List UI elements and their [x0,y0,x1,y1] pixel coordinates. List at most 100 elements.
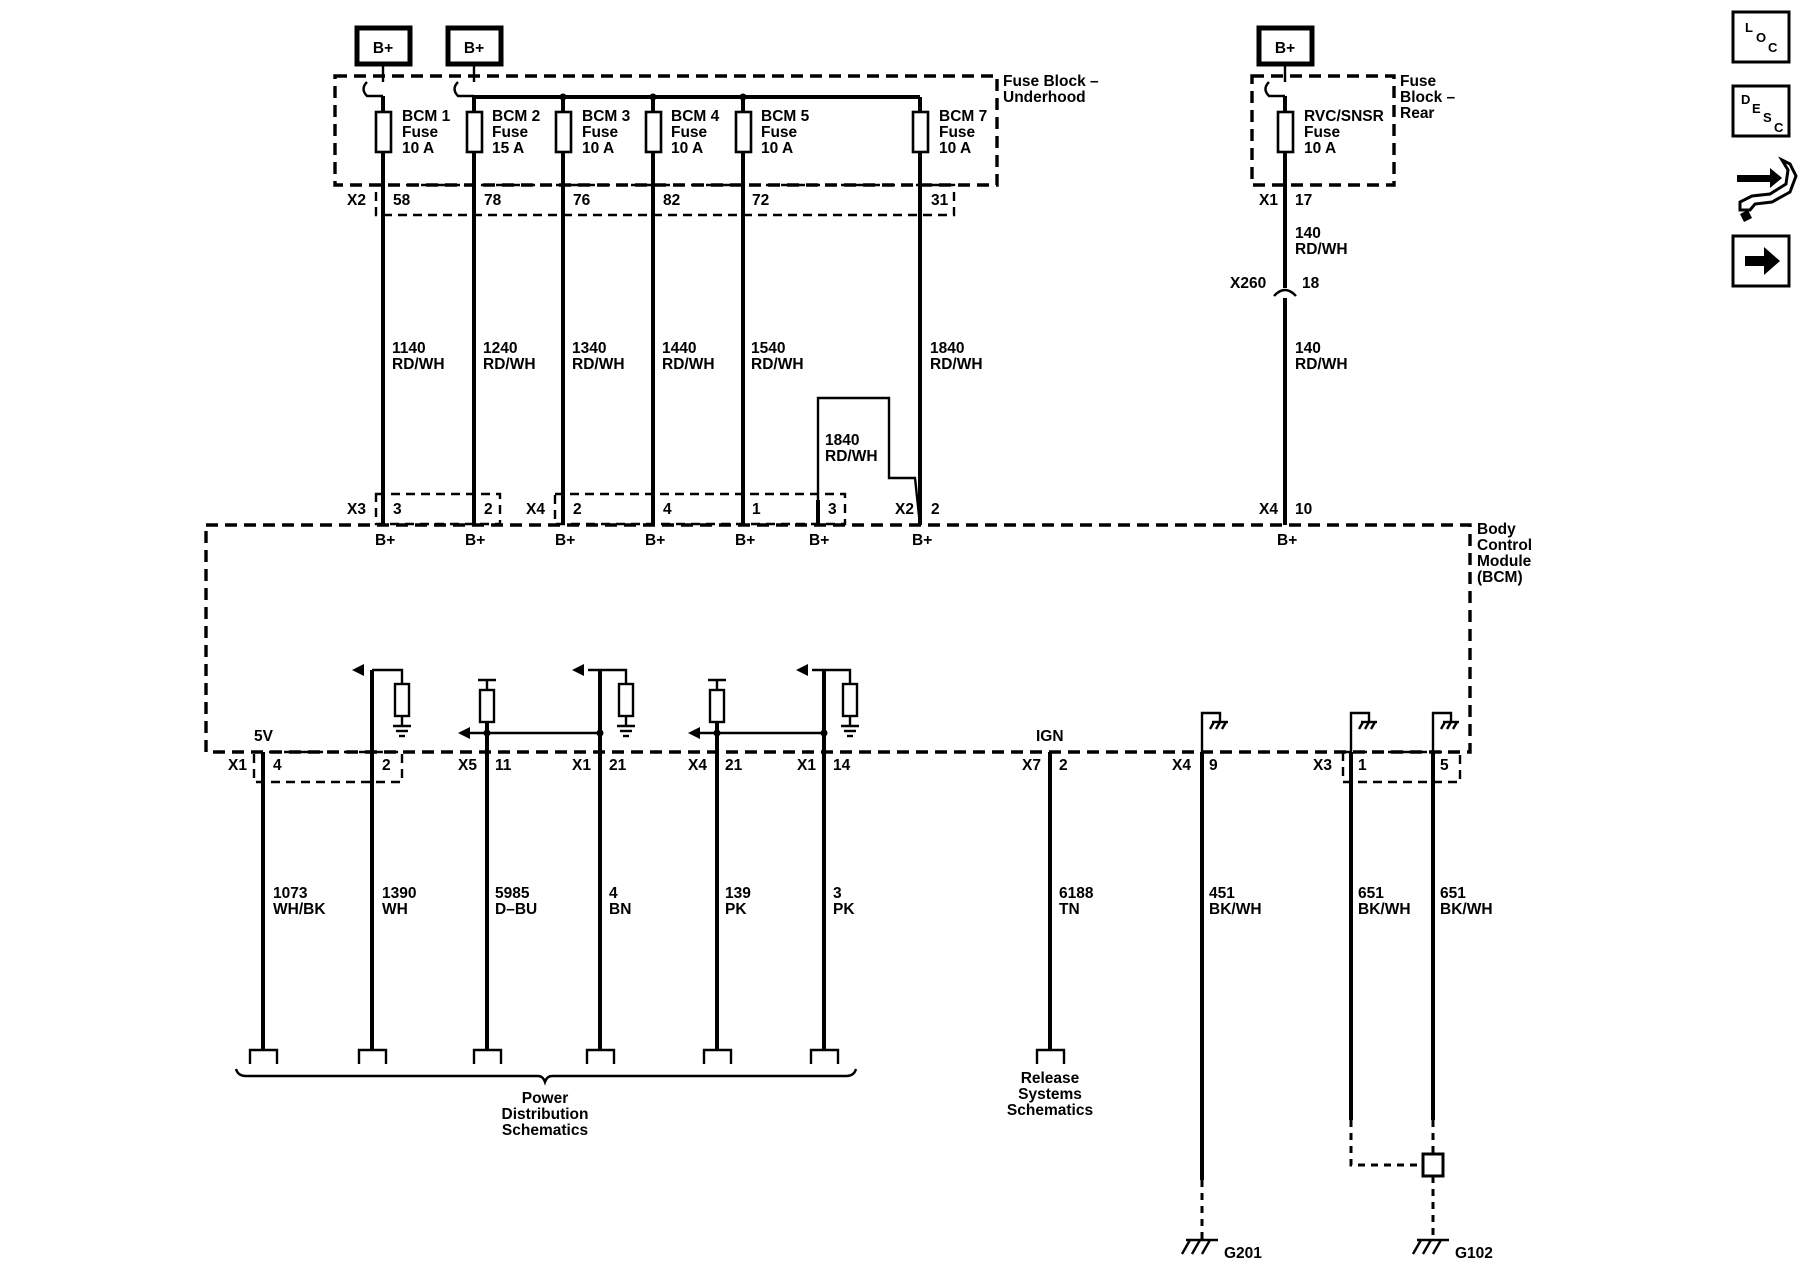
svg-text:10: 10 [1295,501,1312,518]
svg-text:B+: B+ [735,532,755,549]
svg-text:B+: B+ [464,40,484,57]
wire-1840: 1840 RD/WH [930,340,983,373]
fuse-block-rear-label: Fuse [1400,73,1437,90]
bcm-internal-input-5985 [458,678,604,752]
svg-text:2: 2 [382,757,391,774]
ground-g201: G201 [1180,1238,1262,1262]
svg-text:1340: 1340 [572,340,606,357]
svg-text:L: L [1745,20,1753,35]
svg-text:G201: G201 [1224,1245,1262,1262]
svg-text:B+: B+ [375,532,395,549]
svg-text:RD/WH: RD/WH [1295,356,1348,373]
bcm-outline [204,523,1472,754]
svg-text:21: 21 [725,757,743,774]
power-distribution-brace [234,1068,858,1086]
reference-connectors-power [248,1048,840,1064]
svg-text:Fuse: Fuse [402,124,439,141]
svg-text:5985: 5985 [495,885,530,902]
svg-text:X7: X7 [1022,757,1041,774]
svg-text:WH/BK: WH/BK [273,901,326,918]
svg-text:3: 3 [833,885,842,902]
svg-text:B+: B+ [373,40,393,57]
power-source-bplus-1: B+ [354,25,413,67]
svg-text:X4: X4 [1172,757,1191,774]
wire-3: 3PK [833,885,855,918]
svg-text:31: 31 [931,192,949,209]
bcm-label: Body [1477,521,1516,538]
svg-text:BCM 5: BCM 5 [761,108,810,125]
wire-1240: 1240 RD/WH [483,340,536,373]
fuse-bcm1: BCM 1 Fuse 10 A [374,108,451,157]
svg-text:72: 72 [752,192,769,209]
svg-text:3: 3 [393,501,402,518]
svg-text:X3: X3 [1313,757,1332,774]
svg-text:BN: BN [609,901,631,918]
svg-text:2: 2 [573,501,582,518]
splice-block-g102 [1421,1152,1445,1178]
fuse-rvc-snsr: RVC/SNSR Fuse 10 A [1276,108,1384,157]
fuse-bcm5: BCM 5 Fuse 10 A [734,108,810,157]
connector-handshake-icon[interactable] [1737,156,1798,222]
bcm-x3-label: X3 [347,501,366,518]
rear-x1-label: X1 [1259,192,1278,209]
svg-text:1840: 1840 [825,432,859,449]
bcm-connector-x4-top [553,492,847,526]
svg-text:B+: B+ [1277,532,1297,549]
svg-text:BCM 7: BCM 7 [939,108,987,125]
svg-text:X1: X1 [228,757,247,774]
svg-text:Fuse: Fuse [761,124,798,141]
svg-text:Rear: Rear [1400,105,1434,122]
svg-text:10 A: 10 A [402,140,434,157]
svg-text:B+: B+ [645,532,665,549]
svg-text:Fuse: Fuse [492,124,529,141]
svg-text:139: 139 [725,885,751,902]
svg-text:Module: Module [1477,553,1532,570]
svg-text:D: D [1741,92,1750,107]
fuse-block-underhood-label: Fuse Block – [1003,73,1099,90]
svg-text:S: S [1763,110,1772,125]
svg-text:B+: B+ [809,532,829,549]
inline-connector-x260: X260 18 [1230,275,1320,297]
svg-text:(BCM): (BCM) [1477,569,1523,586]
fuse-block-rear-outline [1250,74,1396,187]
svg-text:C: C [1774,120,1784,135]
power-distribution-reference[interactable]: Power Distribution Schematics [502,1090,589,1139]
svg-text:E: E [1752,101,1761,116]
svg-text:2: 2 [1059,757,1068,774]
svg-text:17: 17 [1295,192,1312,209]
fuse-block-underhood-label-2: Underhood [1003,89,1086,106]
fuse-bcm4: BCM 4 Fuse 10 A [644,108,720,157]
svg-text:X1: X1 [572,757,591,774]
bcm-x4-label: X4 [526,501,545,518]
svg-text:3: 3 [828,501,837,518]
svg-text:PK: PK [725,901,747,918]
svg-text:9: 9 [1209,757,1218,774]
svg-text:BCM 3: BCM 3 [582,108,631,125]
next-arrow-icon[interactable] [1731,234,1791,288]
bcm-5v-label: 5V [254,728,274,745]
svg-text:651: 651 [1440,885,1466,902]
power-source-bplus-3: B+ [1256,25,1315,67]
svg-text:BK/WH: BK/WH [1440,901,1493,918]
svg-text:Schematics: Schematics [502,1122,588,1139]
svg-text:1: 1 [1358,757,1367,774]
svg-text:PK: PK [833,901,855,918]
svg-text:RD/WH: RD/WH [1295,241,1348,258]
location-icon[interactable]: L O C [1731,10,1791,64]
release-systems-reference[interactable]: Release Systems Schematics [1007,1070,1093,1119]
svg-text:14: 14 [833,757,851,774]
bcm-internal-ground-1 [1349,711,1377,752]
svg-text:10 A: 10 A [582,140,614,157]
svg-text:Control: Control [1477,537,1532,554]
svg-text:1540: 1540 [751,340,785,357]
svg-text:11: 11 [495,757,512,774]
svg-text:Fuse: Fuse [582,124,619,141]
svg-text:18: 18 [1302,275,1320,292]
svg-text:10 A: 10 A [939,140,971,157]
wire-1440: 1440 RD/WH [662,340,715,373]
bcm-x4b-label: X4 [1259,501,1278,518]
description-icon[interactable]: D E S C [1731,84,1791,138]
